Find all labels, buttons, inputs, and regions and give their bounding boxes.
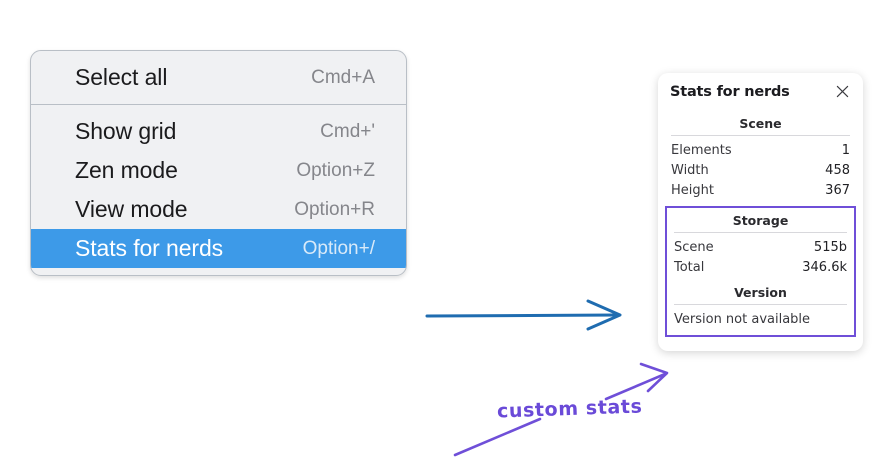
panel-header: Stats for nerds [670, 83, 851, 100]
version-text: Version not available [674, 312, 811, 327]
stats-for-nerds-panel: Stats for nerds Scene Elements 1 Width 4… [658, 73, 863, 351]
version-heading: Version [734, 285, 787, 300]
scene-divider [671, 135, 850, 136]
storage-heading: Storage [732, 213, 789, 228]
menu-item-shortcut: Option+R [294, 198, 375, 220]
stat-key: Height [671, 182, 714, 198]
menu-item-shortcut: Option+Z [296, 159, 375, 181]
purple-underline-stroke [453, 417, 542, 457]
annotation-label-custom-stats: custom stats [496, 395, 643, 423]
scene-section: Scene Elements 1 Width 458 Height 367 [670, 114, 851, 200]
menu-item-label: Zen mode [75, 157, 178, 183]
scene-heading: Scene [739, 116, 782, 131]
stat-key: Total [674, 259, 705, 275]
menu-separator [31, 104, 406, 105]
stat-value: 346.6k [802, 259, 847, 275]
stat-value: 458 [825, 162, 850, 178]
stat-row: Height 367 [670, 180, 851, 200]
menu-item-label: Show grid [75, 118, 177, 144]
custom-stats-highlight-box: Storage Scene 515b Total 346.6k Version … [665, 206, 856, 337]
stat-row: Elements 1 [670, 140, 851, 160]
menu-item-label: Select all [75, 64, 168, 90]
stat-row: Width 458 [670, 160, 851, 180]
context-menu[interactable]: Select all Cmd+A Show grid Cmd+' Zen mod… [30, 50, 407, 276]
stat-value: 1 [841, 142, 850, 158]
menu-item-shortcut: Cmd+' [320, 120, 375, 142]
menu-item-stats-for-nerds[interactable]: Stats for nerds Option+/ [31, 229, 406, 268]
storage-section: Storage Scene 515b Total 346.6k [673, 211, 848, 277]
version-divider [674, 304, 847, 305]
stat-value: 367 [825, 182, 850, 198]
purple-arrow-to-highlight-box [604, 362, 669, 401]
menu-group-1: Select all Cmd+A [31, 51, 406, 104]
stat-value: 515b [813, 239, 847, 255]
menu-group-2: Show grid Cmd+' Zen mode Option+Z View m… [31, 105, 406, 275]
menu-item-shortcut: Cmd+A [311, 66, 375, 88]
menu-item-shortcut: Option+/ [302, 237, 375, 259]
panel-title: Stats for nerds [670, 83, 790, 100]
menu-item-show-grid[interactable]: Show grid Cmd+' [31, 112, 406, 151]
version-section: Version Version not available [673, 277, 848, 330]
stat-row: Scene 515b [673, 237, 848, 257]
menu-item-select-all[interactable]: Select all Cmd+A [31, 58, 406, 97]
stat-key: Width [671, 162, 709, 178]
stat-key: Scene [674, 239, 714, 255]
stat-row: Total 346.6k [673, 257, 848, 277]
close-icon[interactable] [834, 83, 851, 100]
menu-item-zen-mode[interactable]: Zen mode Option+Z [31, 151, 406, 190]
menu-item-label: View mode [75, 196, 188, 222]
stat-key: Elements [671, 142, 732, 158]
menu-item-view-mode[interactable]: View mode Option+R [31, 190, 406, 229]
storage-divider [674, 232, 847, 233]
blue-arrow-menu-to-panel [425, 299, 622, 331]
menu-item-label: Stats for nerds [75, 235, 224, 261]
